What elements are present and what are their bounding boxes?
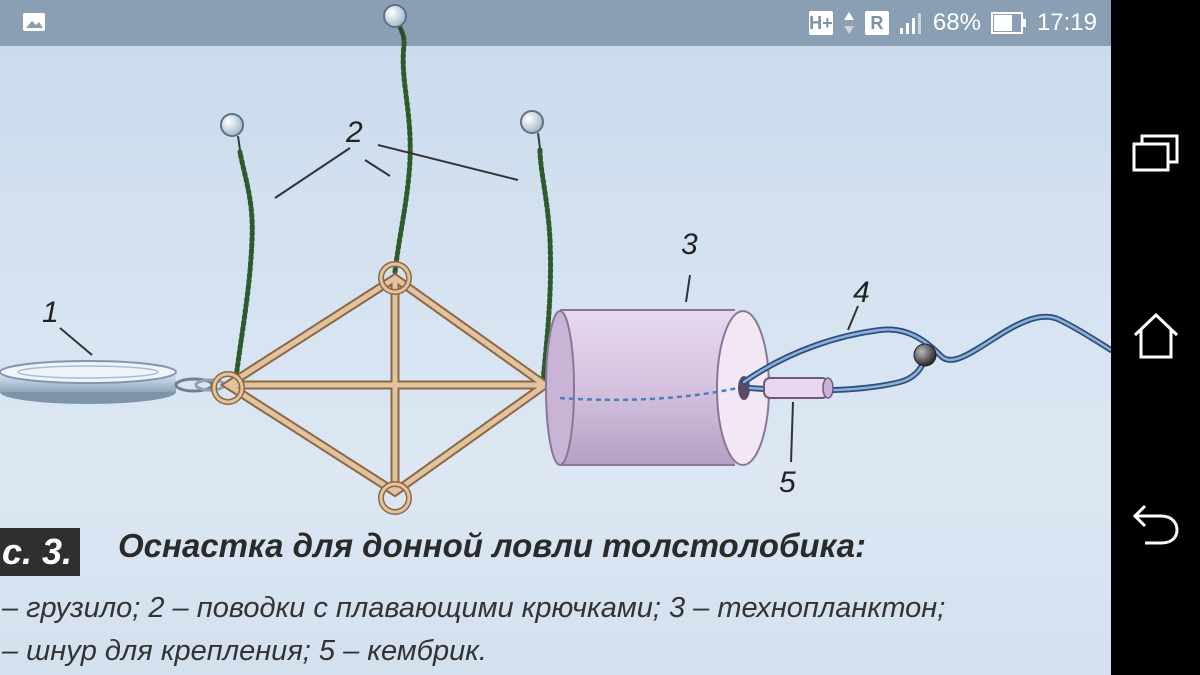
float-hooks bbox=[220, 4, 544, 151]
data-activity-icon bbox=[843, 12, 854, 34]
recent-apps-icon bbox=[1132, 134, 1178, 172]
back-icon bbox=[1132, 504, 1179, 545]
network-type-badge: H+ bbox=[808, 11, 833, 35]
home-button[interactable] bbox=[1111, 296, 1200, 376]
home-icon bbox=[1133, 312, 1178, 359]
navigation-bar bbox=[1111, 0, 1200, 675]
figure-number-label: с. 3. bbox=[0, 528, 81, 576]
figure-legend-line-1: – грузило; 2 – поводки с плавающими крюч… bbox=[2, 592, 946, 624]
clock: 17:19 bbox=[1036, 9, 1097, 36]
technoplankton-cylinder bbox=[545, 309, 770, 466]
recent-apps-button[interactable] bbox=[1111, 112, 1200, 192]
rhombus-frame bbox=[211, 261, 553, 515]
image-viewer[interactable]: H+ R 68% 17:19 bbox=[0, 0, 1111, 675]
figure-legend-line-2: – шнур для крепления; 5 – кембрик. bbox=[2, 635, 487, 667]
battery-percent: 68% bbox=[932, 9, 981, 36]
battery-icon bbox=[990, 12, 1026, 34]
label-2: 2 bbox=[346, 116, 363, 149]
cambric-tube bbox=[763, 377, 834, 399]
signal-icon bbox=[899, 13, 921, 34]
label-leader-lines bbox=[59, 144, 859, 463]
sinker bbox=[0, 360, 177, 404]
fishing-rig-diagram bbox=[0, 4, 1111, 515]
figure-title: Оснастка для донной ловли толстолобика: bbox=[118, 527, 867, 564]
back-button[interactable] bbox=[1111, 484, 1200, 564]
label-4: 4 bbox=[853, 276, 870, 309]
label-3: 3 bbox=[681, 228, 698, 261]
label-5: 5 bbox=[779, 466, 796, 499]
status-bar: H+ R 68% 17:19 bbox=[0, 0, 1111, 46]
roaming-badge: R bbox=[864, 11, 889, 35]
label-1: 1 bbox=[42, 296, 59, 329]
image-icon bbox=[23, 13, 45, 31]
